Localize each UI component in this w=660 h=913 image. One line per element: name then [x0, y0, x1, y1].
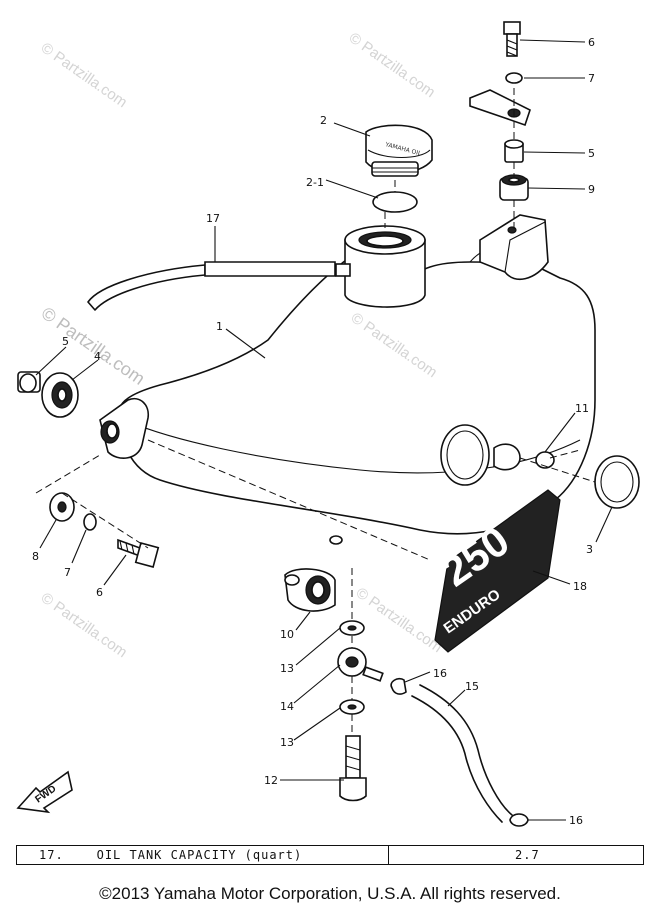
- oil-hose-15: [411, 684, 513, 823]
- washer-8: [49, 492, 75, 522]
- union-bolt-12: [339, 735, 367, 802]
- watermark: © Partzilla.com: [38, 589, 131, 661]
- watermark: © Partzilla.com: [346, 29, 439, 101]
- spec-table: 17. OIL TANK CAPACITY (quart) 2.7: [16, 845, 644, 865]
- washer-13-upper: [339, 620, 365, 636]
- callout-16-upper: 16: [433, 667, 447, 680]
- bolt-6-bottom: [117, 538, 160, 568]
- callout-16-lower: 16: [569, 814, 583, 827]
- callout-10: 10: [280, 628, 294, 641]
- callout-13-lower: 13: [280, 736, 294, 749]
- spec-value: 2.7: [515, 848, 540, 862]
- callout-7-top: 7: [588, 72, 595, 85]
- callout-7-bottom: 7: [64, 566, 71, 579]
- callout-8: 8: [32, 550, 39, 563]
- grommet-3: [594, 455, 640, 509]
- o-ring: [372, 191, 418, 213]
- callout-4: 4: [94, 350, 101, 363]
- clip-16-lower: [509, 813, 529, 827]
- collar-5-left: [17, 371, 41, 393]
- callout-3: 3: [586, 543, 593, 556]
- damper-4: [41, 372, 79, 418]
- oil-tank: [99, 214, 596, 612]
- collar-5-top: [504, 139, 524, 163]
- callout-9: 9: [588, 183, 595, 196]
- stay-plate: [469, 89, 531, 127]
- washer-7-bottom: [83, 513, 97, 531]
- union-bolt-fitting: [337, 647, 384, 682]
- watermark: © Partzilla.com: [348, 309, 441, 381]
- callout-6-top: 6: [588, 36, 595, 49]
- watermark: © Partzilla.com: [38, 39, 131, 111]
- callout-2: 2: [320, 114, 327, 127]
- breather-hose: [87, 261, 336, 311]
- callout-18: 18: [573, 580, 587, 593]
- callout-2-1: 2-1: [306, 176, 324, 189]
- callout-1: 1: [216, 320, 223, 333]
- watermark: © Partzilla.com: [353, 584, 446, 656]
- fwd-arrow-icon: FWD: [16, 770, 73, 814]
- spec-label-cell: 17. OIL TANK CAPACITY (quart): [17, 846, 389, 864]
- callout-11: 11: [575, 402, 589, 415]
- callout-labels: 6 7 5 9 2 2-1 17 1 5 4 11 3 18 8 7 6 10 …: [32, 36, 595, 827]
- callout-13-upper: 13: [280, 662, 294, 675]
- callout-17: 17: [206, 212, 220, 225]
- number-plate: 250 ENDURO: [433, 489, 561, 653]
- bolt-6-top: [503, 21, 521, 57]
- spec-label: OIL TANK CAPACITY (quart): [96, 848, 303, 862]
- spec-item-number: 17.: [39, 848, 64, 862]
- damper-9-top: [499, 174, 529, 201]
- callout-5-top: 5: [588, 147, 595, 160]
- washer-13-lower: [339, 699, 365, 715]
- assembly-lines: [35, 88, 596, 736]
- washer-7-top: [505, 72, 523, 84]
- watermarks: © Partzilla.com © Partzilla.com © Partzi…: [38, 29, 446, 661]
- clip-16-upper: [390, 677, 407, 695]
- callout-5-left: 5: [62, 335, 69, 348]
- callout-15: 15: [465, 680, 479, 693]
- copyright-notice: ©2013 Yamaha Motor Corporation, U.S.A. A…: [99, 884, 561, 903]
- spec-value-cell: 2.7: [389, 846, 643, 864]
- callout-14: 14: [280, 700, 294, 713]
- callout-12: 12: [264, 774, 278, 787]
- filler-cap: YAMAHA OIL: [365, 124, 433, 177]
- callout-leaders: [35, 39, 613, 821]
- callout-6-bottom: 6: [96, 586, 103, 599]
